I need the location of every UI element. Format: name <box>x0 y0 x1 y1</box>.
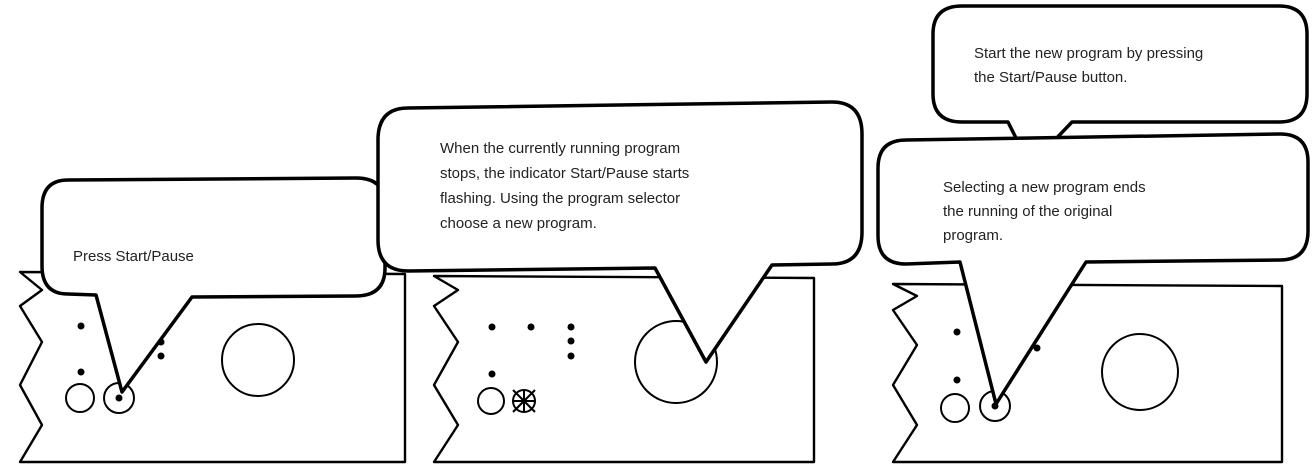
speech-bubble-choose-program <box>376 100 864 364</box>
indicator-light-1 <box>77 322 85 330</box>
bubble-text-line-2: the Start/Pause button. <box>974 69 1127 86</box>
indicator-light-3 <box>567 323 575 331</box>
round-button-left <box>940 393 970 423</box>
start-pause-flashing-icon <box>512 389 536 413</box>
control-panel-1 <box>18 270 407 464</box>
indicator-light-4 <box>157 352 165 360</box>
indicator-light-1 <box>953 328 961 336</box>
bubble-text-line-3: flashing. Using the program selector <box>440 190 680 207</box>
indicator-light-6 <box>488 370 496 378</box>
step-2: When the currently running program stops… <box>376 100 864 464</box>
bubble-text-line-2: stops, the indicator Start/Pause starts <box>440 165 689 182</box>
indicator-light-4 <box>567 337 575 345</box>
indicator-light-4 <box>1033 344 1041 352</box>
control-panel-3 <box>891 282 1284 464</box>
bubble-text-line-1: When the currently running program <box>440 140 680 157</box>
bubble-text-line-2: the running of the original <box>943 203 1112 220</box>
bubble-text-line-4: choose a new program. <box>440 215 597 232</box>
indicator-light-2 <box>953 376 961 384</box>
indicator-light-1 <box>488 323 496 331</box>
bubble-text: Press Start/Pause <box>73 248 194 265</box>
bubble-text-line-3: program. <box>943 227 1003 244</box>
round-button-left <box>65 383 95 413</box>
step-1: Press Start/Pause <box>18 176 407 464</box>
indicator-light-2 <box>77 368 85 376</box>
round-button-left <box>477 387 505 415</box>
control-panel-2 <box>432 274 816 464</box>
indicator-light-5 <box>567 352 575 360</box>
program-selector-knob <box>1101 333 1179 411</box>
indicator-light-2 <box>527 323 535 331</box>
start-pause-indicator <box>115 394 123 402</box>
step-3: Start the new program by pressing the St… <box>876 4 1310 464</box>
speech-bubble-selecting-ends-program <box>876 132 1310 406</box>
program-selector-knob <box>221 323 295 397</box>
bubble-text-line-1: Start the new program by pressing <box>974 45 1203 62</box>
bubble-text-line-1: Selecting a new program ends <box>943 179 1146 196</box>
